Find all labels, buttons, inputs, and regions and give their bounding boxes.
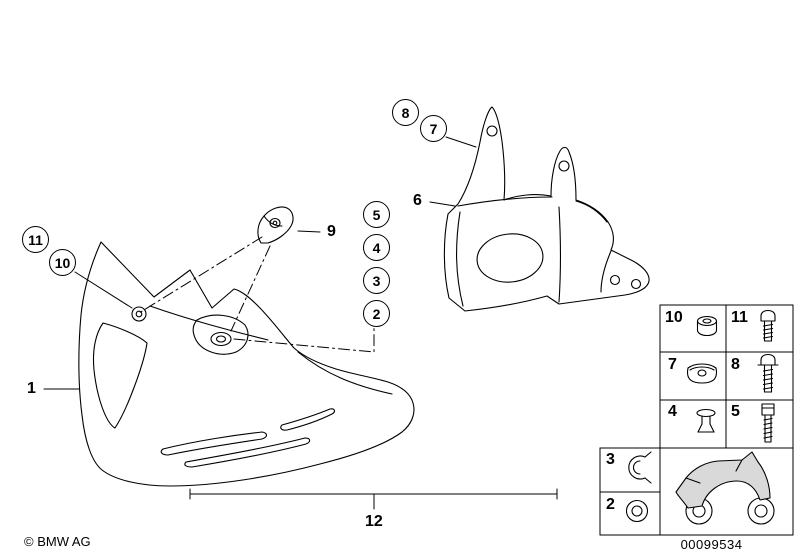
- legend-num-2[interactable]: 2: [606, 496, 615, 513]
- mounting-bracket-drawing: [443, 106, 650, 312]
- label-6[interactable]: 6: [413, 192, 422, 209]
- callout-label: 7: [429, 120, 438, 137]
- callout-label: 5: [372, 206, 381, 223]
- legend-num-7[interactable]: 7: [668, 356, 677, 373]
- dimension-line-12: [189, 488, 558, 510]
- callout-circle-5[interactable]: 5: [363, 201, 390, 228]
- screw-icon-11: [760, 309, 776, 342]
- socket-head-screw-icon-5: [761, 403, 775, 443]
- grommet-icon-2: [625, 499, 649, 523]
- label-1[interactable]: 1: [27, 380, 36, 397]
- legend-num-8[interactable]: 8: [731, 356, 740, 373]
- callout-label: 8: [401, 104, 410, 121]
- callout-label: 11: [28, 231, 43, 248]
- leader-lines: [43, 136, 477, 390]
- engine-spoiler-drawing: [78, 241, 415, 487]
- callout-label: 10: [54, 254, 71, 271]
- legend-num-5[interactable]: 5: [731, 403, 740, 420]
- motorcycle-icon: [675, 451, 775, 525]
- callout-circle-3[interactable]: 3: [363, 267, 390, 294]
- diagram-number: 00099534: [680, 537, 743, 552]
- label-9[interactable]: 9: [327, 223, 336, 240]
- callout-circle-8[interactable]: 8: [392, 99, 419, 126]
- callout-circle-11[interactable]: 11: [22, 226, 49, 253]
- legend-num-11[interactable]: 11: [731, 309, 748, 326]
- legend-num-3[interactable]: 3: [606, 451, 615, 468]
- legend-num-4[interactable]: 4: [668, 403, 677, 420]
- legend-num-10[interactable]: 10: [665, 309, 683, 326]
- label-12[interactable]: 12: [365, 513, 383, 530]
- callout-label: 3: [372, 272, 381, 289]
- construction-lines: [138, 236, 375, 353]
- grommet-icon-10: [696, 315, 718, 337]
- callout-label: 2: [372, 305, 381, 322]
- expansion-rivet-icon-4: [696, 408, 716, 433]
- copyright-text: © BMW AG: [24, 534, 91, 549]
- callout-circle-7[interactable]: 7: [420, 115, 447, 142]
- callout-circle-10[interactable]: 10: [49, 249, 76, 276]
- small-bracket-drawing: [257, 206, 294, 244]
- screw-icon-8: [757, 353, 779, 393]
- speed-nut-clip-icon-7: [686, 363, 718, 384]
- legend-grid: [599, 304, 794, 536]
- callout-label: 4: [372, 239, 381, 256]
- callout-circle-2[interactable]: 2: [363, 300, 390, 327]
- clamp-icon-3: [628, 451, 652, 484]
- callout-circle-4[interactable]: 4: [363, 234, 390, 261]
